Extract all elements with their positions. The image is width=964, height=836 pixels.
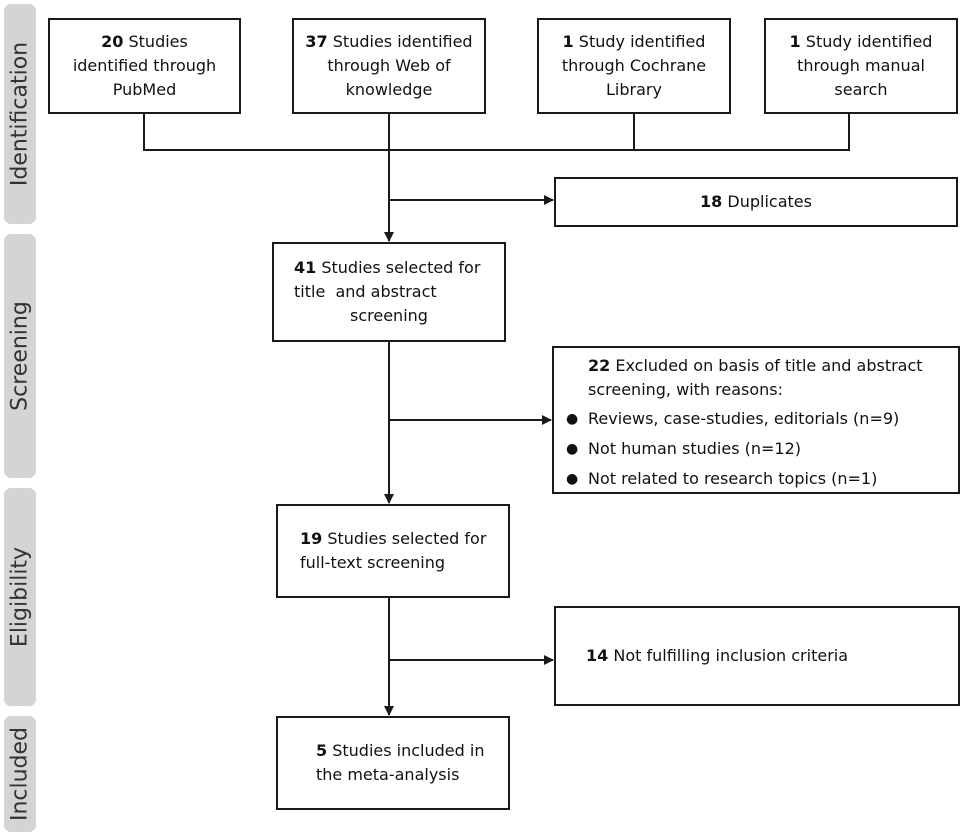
- source-manual-line3: search: [834, 80, 888, 99]
- excluded-count: 22: [588, 356, 611, 375]
- source-cochrane-line2: through Cochrane: [561, 56, 707, 75]
- included-line1: Studies included in: [332, 741, 485, 760]
- not-fulfilling-label: Not fulfilling inclusion criteria: [613, 646, 849, 665]
- bullet-icon: ●: [566, 411, 579, 427]
- exclusion-reason-item: ● Not related to research topics (n=1): [564, 464, 950, 494]
- source-cochrane-count: 1: [562, 32, 574, 51]
- included-box: 5 Studies included in the meta-analysis: [276, 716, 510, 810]
- exclusion-reason-item: ● Not human studies (n=12): [564, 434, 950, 464]
- duplicates-count: 18: [700, 192, 723, 211]
- source-manual-count: 1: [789, 32, 801, 51]
- source-box-web-of-knowledge: 37 Studies identified through Web of kno…: [292, 18, 486, 114]
- selected-full-text-box: 19 Studies selected for full-text screen…: [276, 504, 510, 598]
- included-line2: the meta-analysis: [316, 765, 460, 784]
- excluded-title-abstract-box: 22 Excluded on basis of title and abstra…: [552, 346, 960, 494]
- source-wok-line2: through Web of: [327, 56, 451, 75]
- exclusion-reason-item: ● Reviews, case-studies, editorials (n=9): [564, 404, 950, 434]
- bullet-icon: ●: [566, 471, 579, 487]
- source-box-cochrane: 1 Study identified through Cochrane Libr…: [537, 18, 731, 114]
- source-wok-count: 37: [305, 32, 328, 51]
- source-wok-line1: Studies identified: [332, 32, 473, 51]
- source-cochrane-line3: Library: [606, 80, 662, 99]
- source-box-manual-search: 1 Study identified through manual search: [764, 18, 958, 114]
- selected-title-abstract-line1: Studies selected for: [321, 258, 481, 277]
- exclusion-reasons-list: ● Reviews, case-studies, editorials (n=9)…: [564, 404, 950, 494]
- duplicates-box: 18 Duplicates: [554, 177, 958, 227]
- source-pubmed-count: 20: [101, 32, 124, 51]
- source-cochrane-line1: Study identified: [578, 32, 706, 51]
- source-pubmed-line1: Studies: [128, 32, 188, 51]
- included-count: 5: [316, 741, 328, 760]
- stage-eligibility-tab: Eligibility: [4, 488, 36, 706]
- source-wok-line3: knowledge: [345, 80, 433, 99]
- exclusion-reason-text: Reviews, case-studies, editorials (n=9): [588, 409, 900, 428]
- not-fulfilling-box: 14 Not fulfilling inclusion criteria: [554, 606, 960, 706]
- selected-full-text-line1: Studies selected for: [327, 529, 487, 548]
- source-manual-line2: through manual: [797, 56, 925, 75]
- excluded-line2: screening, with reasons:: [588, 380, 783, 399]
- selected-full-text-line2: full-text screening: [300, 553, 446, 572]
- stage-identification-tab: Identification: [4, 4, 36, 224]
- selected-title-abstract-count: 41: [294, 258, 317, 277]
- exclusion-reason-text: Not related to research topics (n=1): [588, 469, 878, 488]
- source-manual-line1: Study identified: [805, 32, 933, 51]
- source-pubmed-line2: identified through: [72, 56, 217, 75]
- stage-screening-tab: Screening: [4, 234, 36, 478]
- selected-title-abstract-box: 41 Studies selected for title and abstra…: [272, 242, 506, 342]
- selected-title-abstract-line3: screening: [350, 306, 428, 325]
- selected-title-abstract-line2: title and abstract: [294, 282, 437, 301]
- source-box-pubmed: 20 Studies identified through PubMed: [48, 18, 241, 114]
- exclusion-reason-text: Not human studies (n=12): [588, 439, 802, 458]
- source-pubmed-line3: PubMed: [112, 80, 177, 99]
- not-fulfilling-count: 14: [586, 646, 609, 665]
- bullet-icon: ●: [566, 441, 579, 457]
- duplicates-label: Duplicates: [727, 192, 812, 211]
- selected-full-text-count: 19: [300, 529, 323, 548]
- excluded-line1: Excluded on basis of title and abstract: [615, 356, 923, 375]
- stage-included-tab: Included: [4, 716, 36, 832]
